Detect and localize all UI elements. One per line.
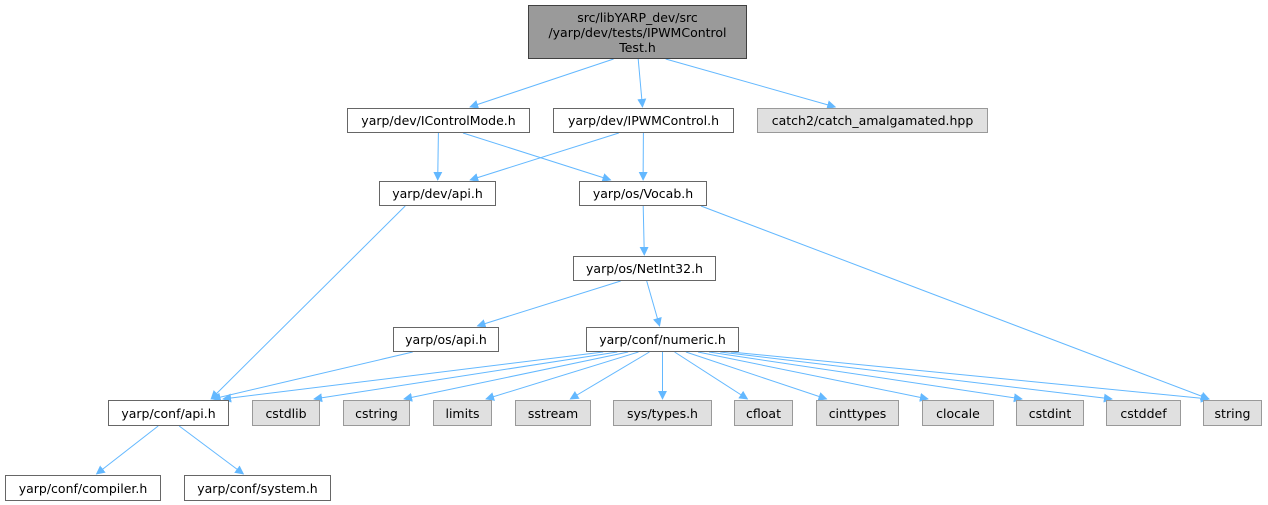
- edge-numeric-to-clocale: [697, 351, 929, 402]
- node-sys-types[interactable]: sys/types.h: [613, 400, 712, 426]
- node-string[interactable]: string: [1203, 400, 1262, 426]
- node-conf-api-header[interactable]: yarp/conf/api.h: [108, 400, 229, 426]
- node-compiler-header[interactable]: yarp/conf/compiler.h: [5, 475, 161, 501]
- edge-numeric-to-cfloat: [674, 351, 749, 400]
- edge-ipwmcontrol-to-dev_api: [469, 132, 619, 182]
- node-numeric-header[interactable]: yarp/conf/numeric.h: [586, 327, 739, 352]
- root-line-2: /yarp/dev/tests/IPWMControl: [548, 24, 727, 40]
- edge-icontrolmode-to-vocab: [462, 132, 612, 182]
- node-cstring[interactable]: cstring: [343, 400, 410, 426]
- node-catch-header[interactable]: catch2/catch_amalgamated.hpp: [757, 108, 988, 133]
- edge-numeric-to-sstream: [569, 351, 650, 400]
- node-netint32-header[interactable]: yarp/os/NetInt32.h: [573, 256, 716, 281]
- edge-numeric-to-cstdlib: [313, 351, 618, 403]
- edge-numeric-to-string: [730, 351, 1210, 403]
- node-cinttypes[interactable]: cinttypes: [816, 400, 899, 426]
- node-sstream[interactable]: sstream: [515, 400, 591, 426]
- edge-root-to-catch: [665, 58, 837, 110]
- node-root-file[interactable]: src/libYARP_dev/src /yarp/dev/tests/IPWM…: [528, 5, 747, 59]
- root-line-1: src/libYARP_dev/src: [577, 9, 698, 25]
- node-cstdint[interactable]: cstdint: [1016, 400, 1084, 426]
- edge-netint32-to-os_api: [476, 280, 621, 328]
- edge-netint32-to-numeric: [646, 280, 662, 327]
- node-cstddef[interactable]: cstddef: [1106, 400, 1181, 426]
- edge-numeric-to-cstring: [403, 351, 629, 402]
- node-system-header[interactable]: yarp/conf/system.h: [184, 475, 331, 501]
- edge-conf_api-to-compiler: [95, 425, 159, 475]
- node-cstdlib[interactable]: cstdlib: [252, 400, 320, 426]
- edge-icontrolmode-to-dev_api: [433, 132, 443, 181]
- node-limits[interactable]: limits: [433, 400, 492, 426]
- root-line-3: Test.h: [619, 39, 656, 55]
- edge-numeric-to-cstdint: [708, 351, 1023, 403]
- node-dev-api-header[interactable]: yarp/dev/api.h: [379, 181, 496, 206]
- edge-vocab-to-string: [700, 205, 1210, 401]
- node-os-api-header[interactable]: yarp/os/api.h: [393, 327, 499, 352]
- edge-vocab-to-netint32: [639, 205, 649, 256]
- edge-root-to-ipwmcontrol: [637, 58, 647, 108]
- edge-os_api-to-conf_api: [211, 351, 413, 402]
- node-icontrolmode-header[interactable]: yarp/dev/IControlMode.h: [347, 108, 530, 133]
- edge-numeric-to-conf_api: [222, 351, 604, 403]
- edge-dev_api-to-conf_api: [210, 205, 406, 400]
- node-ipwmcontrol-header[interactable]: yarp/dev/IPWMControl.h: [553, 108, 734, 133]
- edge-root-to-icontrolmode: [469, 58, 614, 109]
- edge-numeric-to-limits: [485, 351, 639, 401]
- edge-conf_api-to-system: [178, 425, 245, 475]
- edge-numeric-to-cstddef: [720, 351, 1113, 403]
- node-cfloat[interactable]: cfloat: [734, 400, 793, 426]
- node-vocab-header[interactable]: yarp/os/Vocab.h: [579, 181, 707, 206]
- edge-numeric-to-cinttypes: [685, 351, 828, 401]
- node-clocale[interactable]: clocale: [922, 400, 994, 426]
